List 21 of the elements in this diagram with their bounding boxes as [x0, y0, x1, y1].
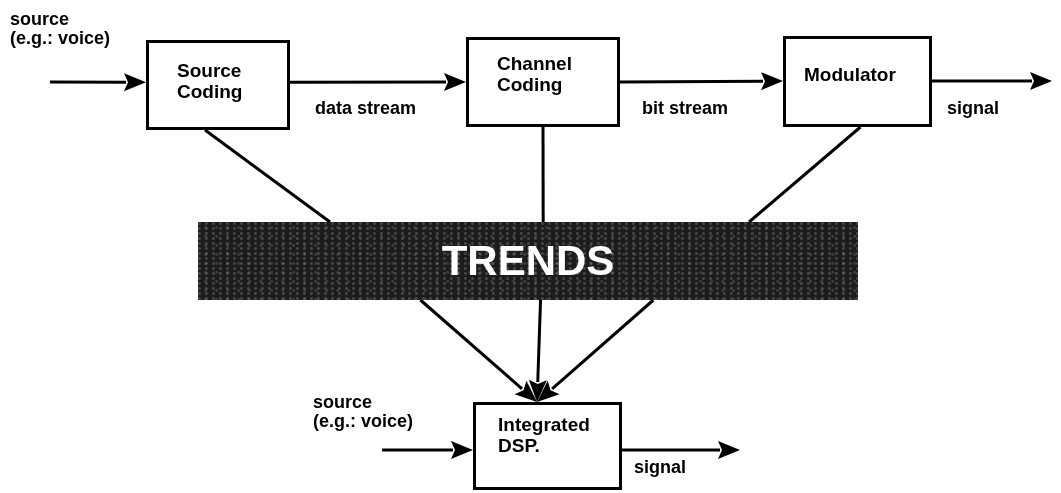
box-label: Modulator	[804, 65, 897, 86]
arrow	[622, 441, 740, 459]
process-box	[473, 402, 622, 490]
box-label: Channel Coding	[497, 54, 573, 96]
edge-label: signal	[947, 99, 999, 118]
process-box	[146, 40, 290, 130]
arrow	[932, 72, 1052, 90]
trends-band	[198, 222, 858, 300]
arrow	[537, 298, 655, 402]
edge-label: signal	[634, 458, 686, 477]
box-label: Source Coding	[177, 61, 244, 103]
box-label: Integrated DSP.	[498, 415, 591, 457]
process-box	[783, 36, 932, 127]
arrow	[382, 440, 473, 459]
process-box	[466, 37, 620, 127]
arrow	[290, 73, 466, 92]
arrow	[528, 299, 547, 402]
arrow	[419, 298, 538, 402]
band-title: TRENDS	[441, 237, 615, 285]
arrow	[50, 73, 146, 92]
arrow	[620, 72, 783, 91]
